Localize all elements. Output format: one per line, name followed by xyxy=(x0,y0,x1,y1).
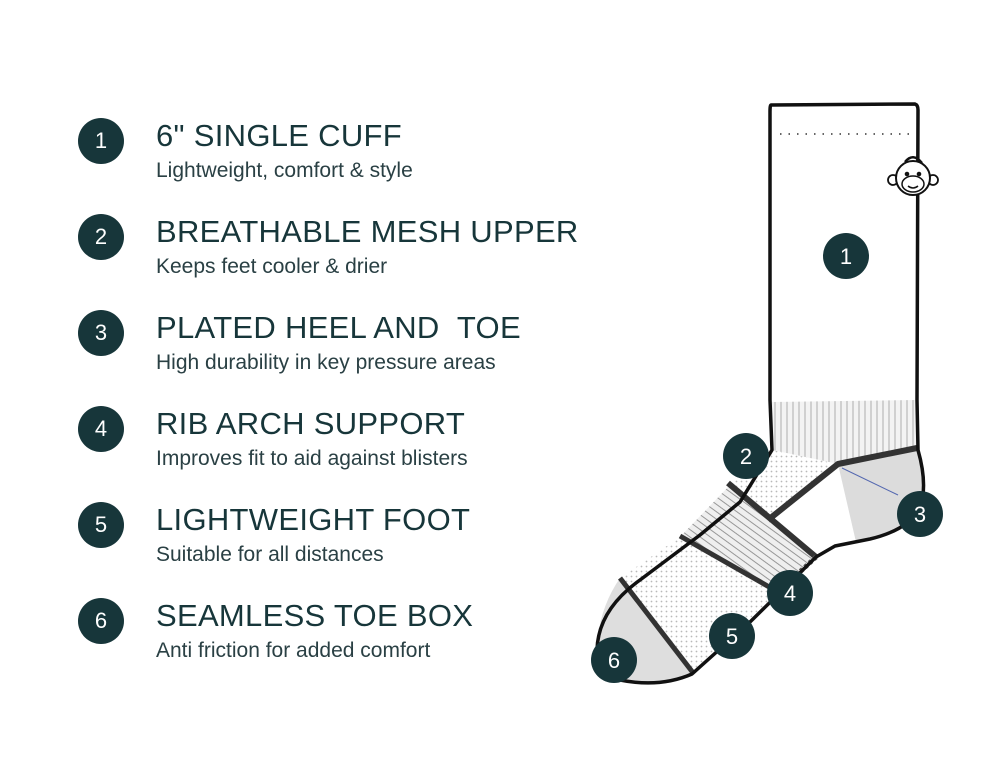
feature-title: 6" SINGLE CUFF xyxy=(156,118,403,153)
feature-title: LIGHTWEIGHT FOOT xyxy=(156,502,471,537)
svg-text:1: 1 xyxy=(840,244,852,269)
feature-item-1: 1 6" SINGLE CUFF Lightweight, comfort & … xyxy=(78,118,638,198)
feature-description: Keeps feet cooler & drier xyxy=(156,255,388,278)
number-badge: 5 xyxy=(78,502,124,548)
feature-description: Improves fit to aid against blisters xyxy=(156,447,468,470)
feature-title: SEAMLESS TOE BOX xyxy=(156,598,474,633)
callout-badge-3: 3 xyxy=(897,491,943,537)
sock-outline xyxy=(595,102,926,685)
callout-badge-4: 4 xyxy=(767,570,813,616)
svg-text:3: 3 xyxy=(914,502,926,527)
svg-text:5: 5 xyxy=(726,624,738,649)
svg-text:4: 4 xyxy=(784,581,796,606)
number-badge: 1 xyxy=(78,118,124,164)
number-badge: 2 xyxy=(78,214,124,260)
feature-description: High durability in key pressure areas xyxy=(156,351,496,374)
rib-band xyxy=(772,400,917,464)
feature-title: PLATED HEEL AND TOE xyxy=(156,310,521,345)
number-badge: 4 xyxy=(78,406,124,452)
callout-badge-1: 1 xyxy=(823,233,869,279)
feature-item-3: 3 PLATED HEEL AND TOE High durability in… xyxy=(78,310,638,390)
sock-diagram: 1 2 3 4 5 6 xyxy=(591,102,943,685)
feature-item-4: 4 RIB ARCH SUPPORT Improves fit to aid a… xyxy=(78,406,638,486)
number-badge: 6 xyxy=(78,598,124,644)
svg-text:2: 2 xyxy=(740,444,752,469)
feature-item-2: 2 BREATHABLE MESH UPPER Keeps feet coole… xyxy=(78,214,638,294)
feature-item-5: 5 LIGHTWEIGHT FOOT Suitable for all dist… xyxy=(78,502,638,582)
feature-title: RIB ARCH SUPPORT xyxy=(156,406,466,441)
svg-text:6: 6 xyxy=(608,648,620,673)
callout-badge-2: 2 xyxy=(723,433,769,479)
monkey-logo-icon xyxy=(887,156,939,196)
callout-badge-6: 6 xyxy=(591,637,637,683)
feature-description: Lightweight, comfort & style xyxy=(156,159,413,182)
feature-title: BREATHABLE MESH UPPER xyxy=(156,214,579,249)
rib-arch-zone xyxy=(680,485,816,592)
callout-badge-5: 5 xyxy=(709,613,755,659)
feature-item-6: 6 SEAMLESS TOE BOX Anti friction for add… xyxy=(78,598,638,678)
number-badge: 3 xyxy=(78,310,124,356)
feature-description: Anti friction for added comfort xyxy=(156,639,431,662)
feature-description: Suitable for all distances xyxy=(156,543,384,566)
